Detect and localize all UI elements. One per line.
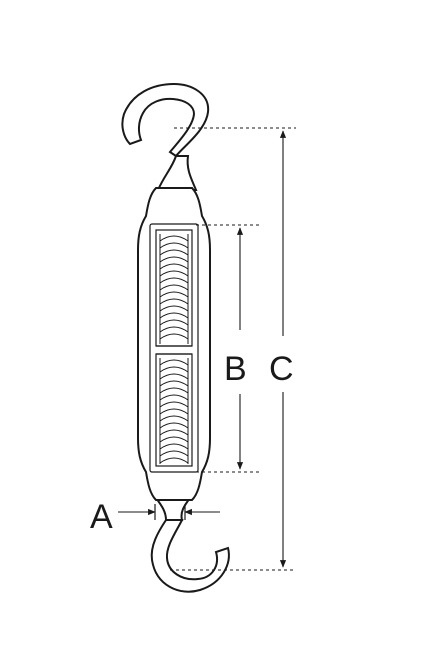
bottom-hook <box>150 497 230 593</box>
turnbuckle-body <box>137 187 211 501</box>
thread-arc <box>159 415 189 422</box>
thread-arc <box>159 401 189 408</box>
dimension-b-label: B <box>224 350 247 388</box>
thread-arc <box>159 387 189 394</box>
dimension-b: B <box>196 224 262 473</box>
dimension-a: A <box>90 498 220 536</box>
thread-arc <box>159 298 189 305</box>
thread-arc <box>159 249 189 256</box>
thread-arc <box>159 429 189 436</box>
thread-arc <box>159 277 189 284</box>
lower-thread <box>159 358 189 464</box>
thread-arc <box>159 305 189 312</box>
thread-arc <box>159 263 189 270</box>
thread-arc <box>159 380 189 387</box>
thread-arc <box>159 333 189 340</box>
thread-arc <box>159 256 189 263</box>
dimension-c-label: C <box>269 350 294 388</box>
thread-arc <box>159 359 189 366</box>
thread-arc <box>159 312 189 319</box>
thread-arc <box>159 270 189 277</box>
top-hook <box>121 82 210 191</box>
thread-arc <box>159 242 189 249</box>
thread-arc <box>159 394 189 401</box>
thread-arc <box>159 457 189 464</box>
thread-arc <box>159 284 189 291</box>
dimension-c: C <box>170 127 296 571</box>
thread-arc <box>159 436 189 443</box>
thread-arc <box>159 408 189 415</box>
thread-arc <box>159 373 189 380</box>
thread-arc <box>159 450 189 457</box>
thread-arc <box>159 291 189 298</box>
thread-arc <box>159 443 189 450</box>
thread-arc <box>159 422 189 429</box>
dimension-a-label: A <box>90 498 113 536</box>
thread-arc <box>159 235 189 242</box>
thread-arc <box>159 326 189 333</box>
thread-arc <box>159 366 189 373</box>
upper-thread <box>159 234 189 344</box>
thread-arc <box>159 319 189 326</box>
